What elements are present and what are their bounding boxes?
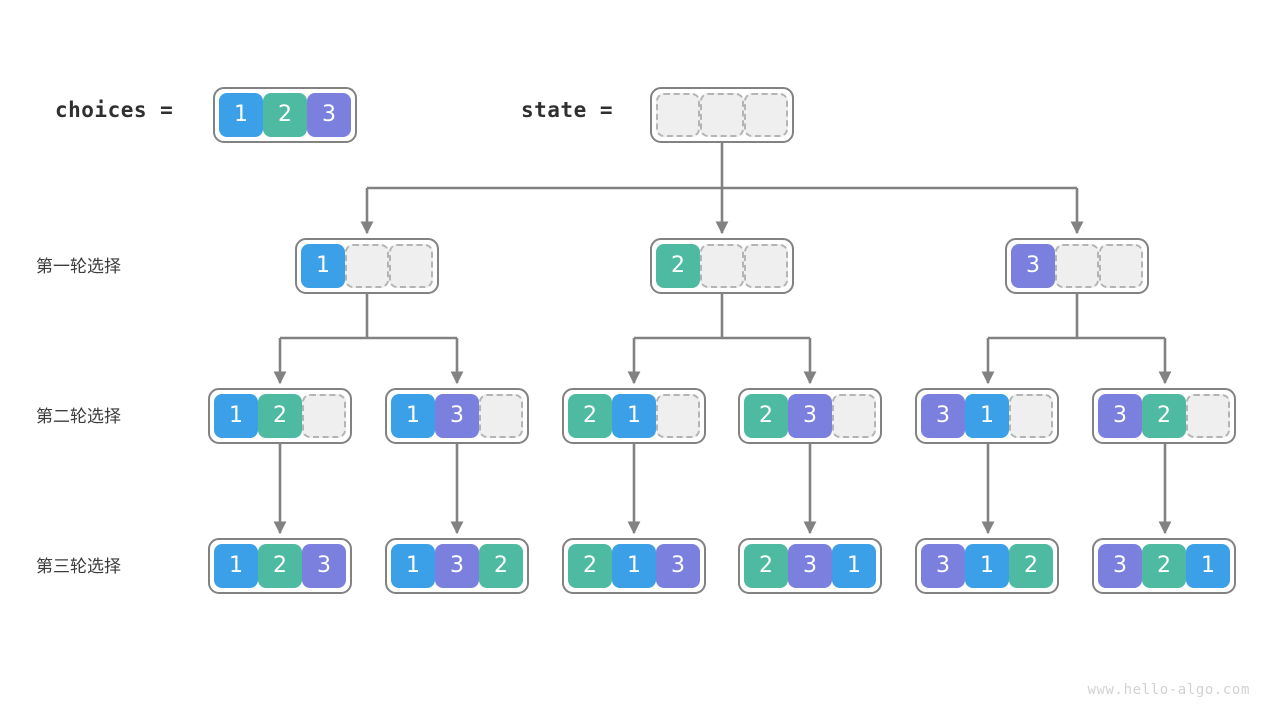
array-cell: 2 (263, 93, 307, 137)
array-cell: 2 (744, 394, 788, 438)
array-cell-empty (656, 93, 700, 137)
array-cell-empty (1186, 394, 1230, 438)
state-node-l2-2: 2 1 (562, 388, 706, 444)
array-cell-empty (302, 394, 346, 438)
array-cell: 2 (258, 394, 302, 438)
state-node-l3-2: 2 1 3 (562, 538, 706, 594)
state-node-l3-4: 3 1 2 (915, 538, 1059, 594)
array-cell: 2 (479, 544, 523, 588)
array-cell-empty (744, 244, 788, 288)
array-cell: 3 (788, 394, 832, 438)
state-node-l2-0: 1 2 (208, 388, 352, 444)
state-label: state = (521, 98, 614, 122)
array-cell: 1 (391, 544, 435, 588)
choices-array: 1 2 3 (213, 87, 357, 143)
state-node-l3-0: 1 2 3 (208, 538, 352, 594)
array-cell: 3 (1011, 244, 1055, 288)
row-label-level-1: 第一轮选择 (36, 257, 121, 277)
array-cell: 1 (612, 544, 656, 588)
array-cell: 2 (656, 244, 700, 288)
state-node-l3-3: 2 3 1 (738, 538, 882, 594)
state-node-l3-5: 3 2 1 (1092, 538, 1236, 594)
array-cell: 3 (435, 544, 479, 588)
state-node-l2-5: 3 2 (1092, 388, 1236, 444)
array-cell-empty (1009, 394, 1053, 438)
array-cell: 2 (1009, 544, 1053, 588)
array-cell-empty (345, 244, 389, 288)
array-cell-empty (700, 93, 744, 137)
state-node-l1-1: 2 (650, 238, 794, 294)
array-cell: 3 (302, 544, 346, 588)
array-cell: 3 (921, 394, 965, 438)
state-array (650, 87, 794, 143)
array-cell-empty (479, 394, 523, 438)
state-node-l2-3: 2 3 (738, 388, 882, 444)
array-cell-empty (1099, 244, 1143, 288)
array-cell: 1 (391, 394, 435, 438)
array-cell: 3 (1098, 544, 1142, 588)
array-cell: 1 (612, 394, 656, 438)
array-cell: 1 (965, 544, 1009, 588)
array-cell-empty (656, 394, 700, 438)
array-cell: 1 (832, 544, 876, 588)
array-cell: 3 (307, 93, 351, 137)
array-cell-empty (700, 244, 744, 288)
array-cell: 3 (435, 394, 479, 438)
array-cell: 1 (214, 544, 258, 588)
array-cell: 1 (214, 394, 258, 438)
array-cell: 2 (1142, 544, 1186, 588)
watermark: www.hello-algo.com (1087, 682, 1250, 698)
array-cell: 1 (1186, 544, 1230, 588)
array-cell: 2 (1142, 394, 1186, 438)
array-cell: 2 (258, 544, 302, 588)
row-label-level-2: 第二轮选择 (36, 407, 121, 427)
array-cell: 2 (568, 394, 612, 438)
array-cell: 1 (219, 93, 263, 137)
array-cell: 3 (921, 544, 965, 588)
array-cell-empty (744, 93, 788, 137)
state-node-l2-4: 3 1 (915, 388, 1059, 444)
array-cell: 3 (788, 544, 832, 588)
array-cell: 3 (1098, 394, 1142, 438)
array-cell: 2 (744, 544, 788, 588)
state-node-l1-0: 1 (295, 238, 439, 294)
array-cell-empty (832, 394, 876, 438)
state-node-l1-2: 3 (1005, 238, 1149, 294)
array-cell: 1 (301, 244, 345, 288)
array-cell: 2 (568, 544, 612, 588)
array-cell-empty (1055, 244, 1099, 288)
array-cell: 1 (965, 394, 1009, 438)
array-cell-empty (389, 244, 433, 288)
state-node-l2-1: 1 3 (385, 388, 529, 444)
state-node-l3-1: 1 3 2 (385, 538, 529, 594)
row-label-level-3: 第三轮选择 (36, 557, 121, 577)
array-cell: 3 (656, 544, 700, 588)
choices-label: choices = (55, 98, 174, 122)
